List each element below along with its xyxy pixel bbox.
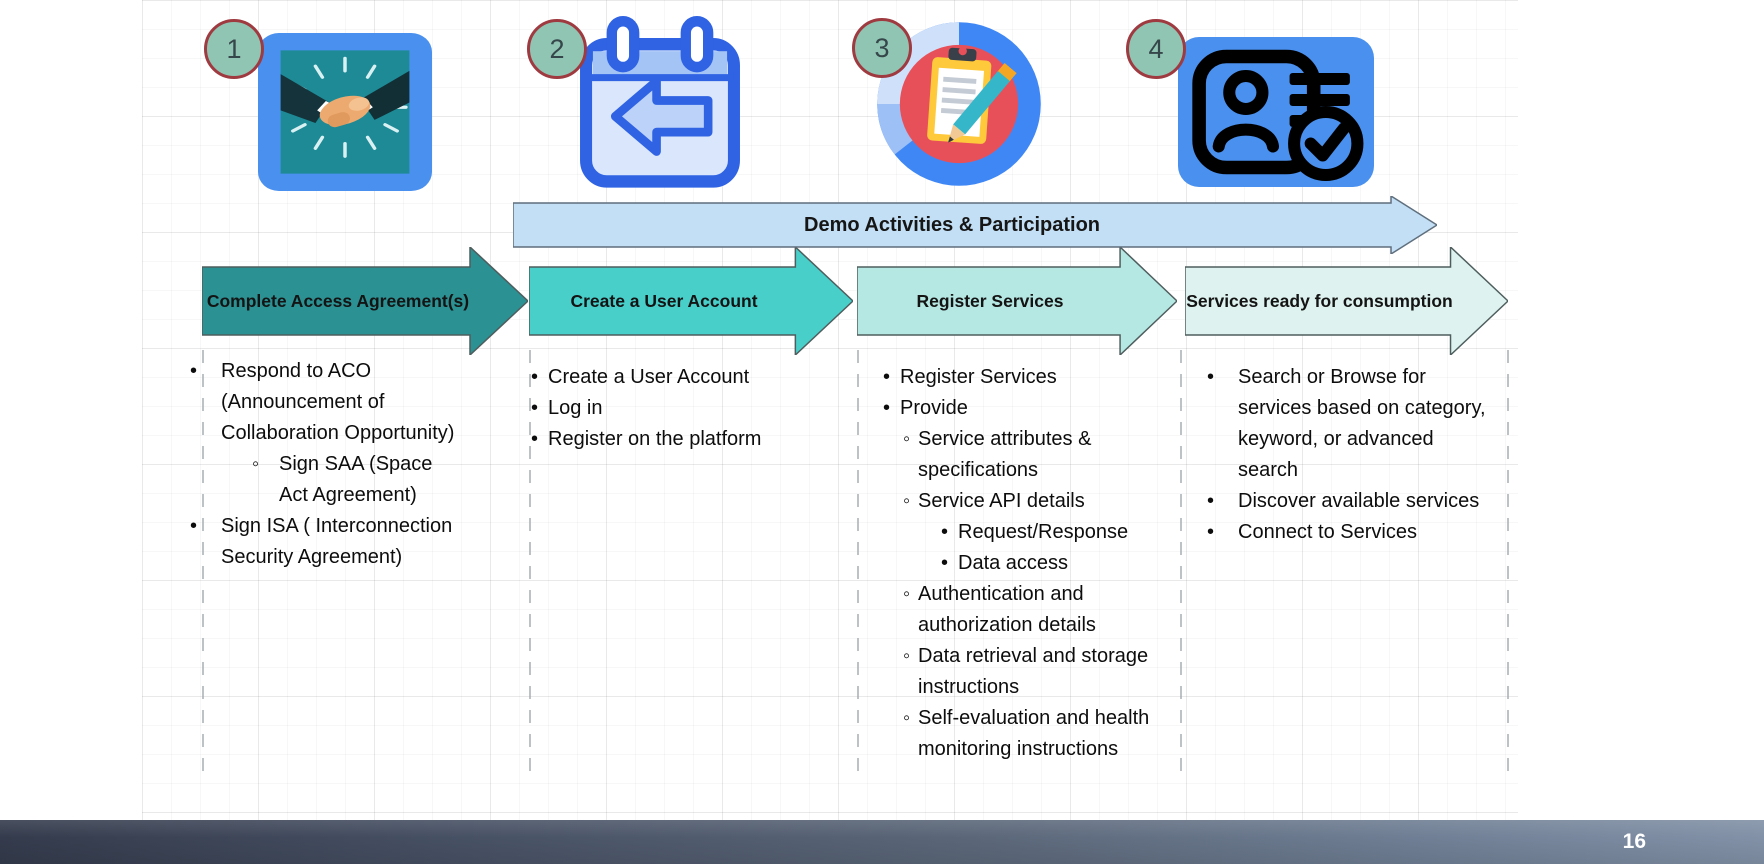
step-3-number: 3	[874, 32, 890, 63]
lane-separator	[1180, 350, 1182, 782]
banner-label: Demo Activities & Participation	[804, 213, 1100, 236]
bullet-marker: •	[941, 552, 949, 574]
bullet-marker: •	[531, 366, 539, 388]
bullet-text: Authentication and authorization details	[918, 583, 1096, 636]
process-arrow-3-shape	[857, 247, 1177, 355]
bullet-marker: ◦	[252, 453, 260, 475]
process-arrow-1: Complete Access Agreement(s)	[202, 247, 528, 355]
process-arrow-3: Register Services	[857, 247, 1177, 355]
bullet-item: • Request/Response	[941, 517, 1183, 548]
process-arrow-1-label: Complete Access Agreement(s)	[206, 290, 470, 311]
bullet-item: • Data access	[941, 548, 1183, 579]
bullet-item: • Log in	[531, 393, 831, 424]
process-arrow-2-label: Create a User Account	[570, 290, 758, 311]
step-3-bullet-list: • Register Services • Provide ◦ Service attri…	[883, 362, 1183, 765]
process-arrow-4-label: Services ready for consumption	[1186, 290, 1453, 311]
bullet-text: Sign SAA (Space Act Agreement)	[279, 453, 433, 506]
bullet-marker: ◦	[903, 428, 911, 450]
process-arrow-1-shape	[202, 247, 528, 355]
step-4-number: 4	[1148, 33, 1164, 64]
bullet-text: Service attributes & specifications	[918, 428, 1092, 481]
bullet-text: Sign ISA ( Interconnection Security Agre…	[221, 515, 453, 568]
lane-separator	[1507, 350, 1509, 782]
step-2-bullet-list: • Create a User Account • Log in • Register o…	[531, 362, 831, 455]
bullet-text: Service API details	[918, 490, 1085, 512]
step-2-number: 2	[549, 33, 565, 64]
bullet-text: Data retrieval and storage instructions	[918, 645, 1149, 698]
bullet-item: • Create a User Account	[531, 362, 831, 393]
slide-footer-bar: 16	[0, 820, 1764, 864]
process-arrow-4: Services ready for consumption	[1185, 247, 1508, 355]
bullet-item: • Search or Browse for services based on …	[1207, 362, 1499, 486]
bullet-text: Discover available services	[1238, 490, 1480, 512]
bullet-marker: ◦	[903, 707, 911, 729]
bullet-text: Register Services	[900, 366, 1057, 388]
bullet-item: ◦ Sign SAA (Space Act Agreement)	[252, 449, 462, 511]
bullet-item: • Register Services	[883, 362, 1183, 393]
bullet-marker: •	[883, 397, 891, 419]
step-4-badge: 4	[1126, 19, 1186, 79]
bullet-marker: •	[1207, 490, 1215, 512]
bullet-text: Create a User Account	[548, 366, 750, 388]
lane-separator	[857, 350, 859, 782]
bullet-item: ◦ Data retrieval and storage instructions	[903, 641, 1183, 703]
process-arrow-4-shape	[1185, 247, 1508, 355]
bullet-text: Data access	[958, 552, 1069, 574]
banner-arrow: Demo Activities & Participation	[513, 196, 1437, 254]
bullet-item: ◦ Authentication and authorization detail…	[903, 579, 1183, 641]
lane-separator	[529, 350, 531, 782]
bullet-text: Search or Browse for services based on c…	[1238, 366, 1486, 481]
process-arrow-3-label: Register Services	[916, 290, 1064, 311]
bullet-text: Log in	[548, 397, 603, 419]
bullet-text: Register on the platform	[548, 428, 762, 450]
bullet-marker: •	[883, 366, 891, 388]
bullet-text: Respond to ACO (Announcement of Collabor…	[221, 360, 455, 444]
bullet-text: Connect to Services	[1238, 521, 1417, 543]
step-3-badge: 3	[852, 18, 912, 78]
bullet-item: • Discover available services	[1207, 486, 1499, 517]
process-arrow-2-shape	[529, 247, 853, 355]
bullet-item: • Connect to Services	[1207, 517, 1499, 548]
id-card-check-icon	[1178, 37, 1374, 187]
bullet-marker: ◦	[903, 583, 911, 605]
bullet-text: Self-evaluation and health monitoring in…	[918, 707, 1150, 760]
bullet-text: Provide	[900, 397, 968, 419]
bullet-item: ◦ Service attributes & specifications	[903, 424, 1183, 486]
process-arrow-2: Create a User Account	[529, 247, 853, 355]
step-4-bullet-list: • Search or Browse for services based on …	[1207, 362, 1499, 548]
bullet-marker: •	[531, 397, 539, 419]
bullet-marker: •	[190, 515, 198, 537]
bullet-marker: ◦	[903, 645, 911, 667]
handshake-icon	[258, 33, 432, 191]
step-1-bullet-list: • Respond to ACO (Announcement of Collabo…	[190, 356, 462, 573]
step-1-number: 1	[226, 33, 242, 64]
bullet-marker: ◦	[903, 490, 911, 512]
bullet-marker: •	[531, 428, 539, 450]
bullet-item: • Respond to ACO (Announcement of Collabo…	[190, 356, 462, 449]
bullet-item: • Provide	[883, 393, 1183, 424]
banner-arrow-shape	[513, 196, 1437, 254]
bullet-item: • Register on the platform	[531, 424, 831, 455]
bullet-marker: •	[1207, 366, 1215, 388]
bullet-item: ◦ Self-evaluation and health monitoring i…	[903, 703, 1183, 765]
bullet-text: Request/Response	[958, 521, 1129, 543]
bullet-marker: •	[1207, 521, 1215, 543]
lane-separator	[202, 350, 204, 782]
bullet-item: ◦ Service API details	[903, 486, 1183, 517]
bullet-marker: •	[190, 360, 198, 382]
bullet-marker: •	[941, 521, 949, 543]
step-2-badge: 2	[527, 19, 587, 79]
calendar-back-icon	[580, 16, 740, 188]
page-number: 16	[1622, 830, 1646, 853]
bullet-item: • Sign ISA ( Interconnection Security Agr…	[190, 511, 462, 573]
clipboard-pie-chart-icon	[877, 22, 1041, 186]
step-1-badge: 1	[204, 19, 264, 79]
